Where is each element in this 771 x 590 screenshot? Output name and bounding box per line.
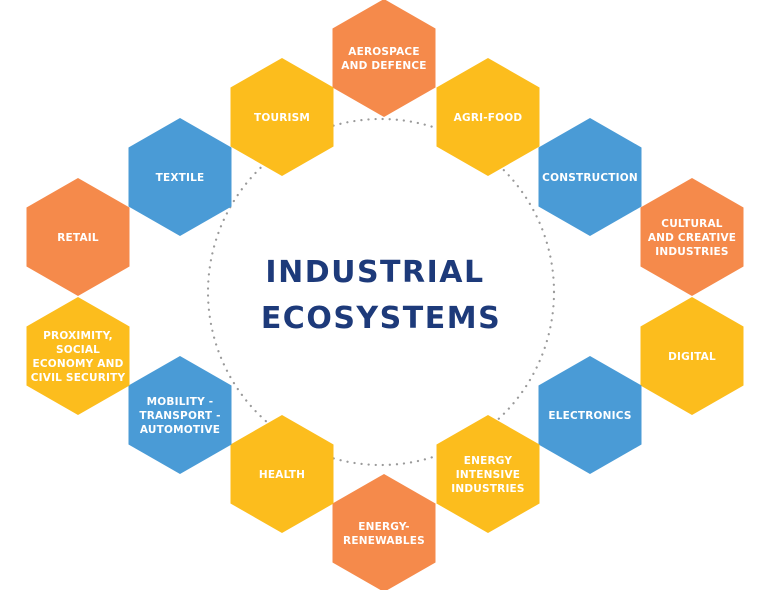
hex-shape-cultural [640,178,744,296]
hex-label-tourism: TOURISM [254,112,310,124]
hex-mobility: MOBILITY - TRANSPORT - AUTOMOTIVE [128,356,232,474]
hex-cultural: CULTURAL AND CREATIVE INDUSTRIES [640,178,744,296]
hex-label-line: INDUSTRIES [451,483,524,495]
hex-label-line: RETAIL [57,232,99,244]
hex-label-line: AGRI-FOOD [454,112,523,124]
hex-label-line: TEXTILE [156,172,205,184]
hex-label-line: INTENSIVE [456,469,520,481]
hex-label-line: ECONOMY AND [32,358,123,370]
hex-label-line: RENEWABLES [343,535,425,547]
hex-shape-energy-renewables [332,474,436,590]
hex-label-line: SOCIAL [56,344,100,356]
hex-label-proximity: PROXIMITY, SOCIAL ECONOMY AND CIVIL SECURIT… [31,330,126,384]
hex-shape-aerospace [332,0,436,117]
hex-label-retail: RETAIL [57,232,99,244]
hex-shape-tourism [230,58,334,176]
hex-shape-digital [640,297,744,415]
hex-energy-renewables: ENERGY- RENEWABLES [332,474,436,590]
hex-label-health: HEALTH [259,469,305,481]
hex-label-line: HEALTH [259,469,305,481]
hex-label-aerospace: AEROSPACE AND DEFENCE [341,46,426,72]
hex-label-line: CIVIL SECURITY [31,372,126,384]
hex-label-agri-food: AGRI-FOOD [454,112,523,124]
hex-label-textile: TEXTILE [156,172,205,184]
hex-shape-construction [538,118,642,236]
hex-proximity: PROXIMITY, SOCIAL ECONOMY AND CIVIL SECURIT… [26,297,130,415]
hex-label-line: CULTURAL [661,218,722,230]
ecosystem-hexagons: AEROSPACE AND DEFENCE AGRI-FOOD CONSTRUCTIO… [26,0,744,590]
center-title-line-1: INDUSTRIAL [265,255,484,290]
hex-shape-electronics [538,356,642,474]
hex-aerospace: AEROSPACE AND DEFENCE [332,0,436,117]
hex-label-line: ENERGY [464,455,513,467]
hex-label-line: AUTOMOTIVE [140,424,220,436]
hex-retail: RETAIL [26,178,130,296]
hex-shape-retail [26,178,130,296]
hex-label-line: ENERGY- [358,521,409,533]
hex-label-electronics: ELECTRONICS [548,410,631,422]
hex-label-line: TOURISM [254,112,310,124]
hex-shape-energy-intensive [436,415,540,533]
hex-label-line: TRANSPORT - [139,410,220,422]
hex-shape-mobility [128,356,232,474]
hex-digital: DIGITAL [640,297,744,415]
hex-label-digital: DIGITAL [668,351,716,363]
hex-label-line: CONSTRUCTION [542,172,638,184]
hex-label-energy-renewables: ENERGY- RENEWABLES [343,521,425,547]
hex-health: HEALTH [230,415,334,533]
hex-energy-intensive: ENERGY INTENSIVE INDUSTRIES [436,415,540,533]
hex-label-line: AEROSPACE [348,46,419,58]
hex-label-line: MOBILITY - [147,396,214,408]
hex-textile: TEXTILE [128,118,232,236]
hex-label-line: DIGITAL [668,351,716,363]
hex-label-energy-intensive: ENERGY INTENSIVE INDUSTRIES [451,455,524,495]
hex-shape-proximity [26,297,130,415]
hex-label-cultural: CULTURAL AND CREATIVE INDUSTRIES [648,218,736,258]
center-title: INDUSTRIAL ECOSYSTEMS [261,255,501,336]
hex-construction: CONSTRUCTION [538,118,642,236]
dotted-ring [206,117,556,467]
hex-label-line: AND DEFENCE [341,60,426,72]
hex-agri-food: AGRI-FOOD [436,58,540,176]
hex-tourism: TOURISM [230,58,334,176]
hex-label-line: INDUSTRIES [655,246,728,258]
hex-label-line: ELECTRONICS [548,410,631,422]
hex-label-line: PROXIMITY, [43,330,113,342]
hex-shape-health [230,415,334,533]
hex-label-construction: CONSTRUCTION [542,172,638,184]
hex-shape-agri-food [436,58,540,176]
hex-shape-textile [128,118,232,236]
hex-label-line: AND CREATIVE [648,232,736,244]
center-title-line-2: ECOSYSTEMS [261,301,501,336]
hex-electronics: ELECTRONICS [538,356,642,474]
hex-label-mobility: MOBILITY - TRANSPORT - AUTOMOTIVE [139,396,220,436]
